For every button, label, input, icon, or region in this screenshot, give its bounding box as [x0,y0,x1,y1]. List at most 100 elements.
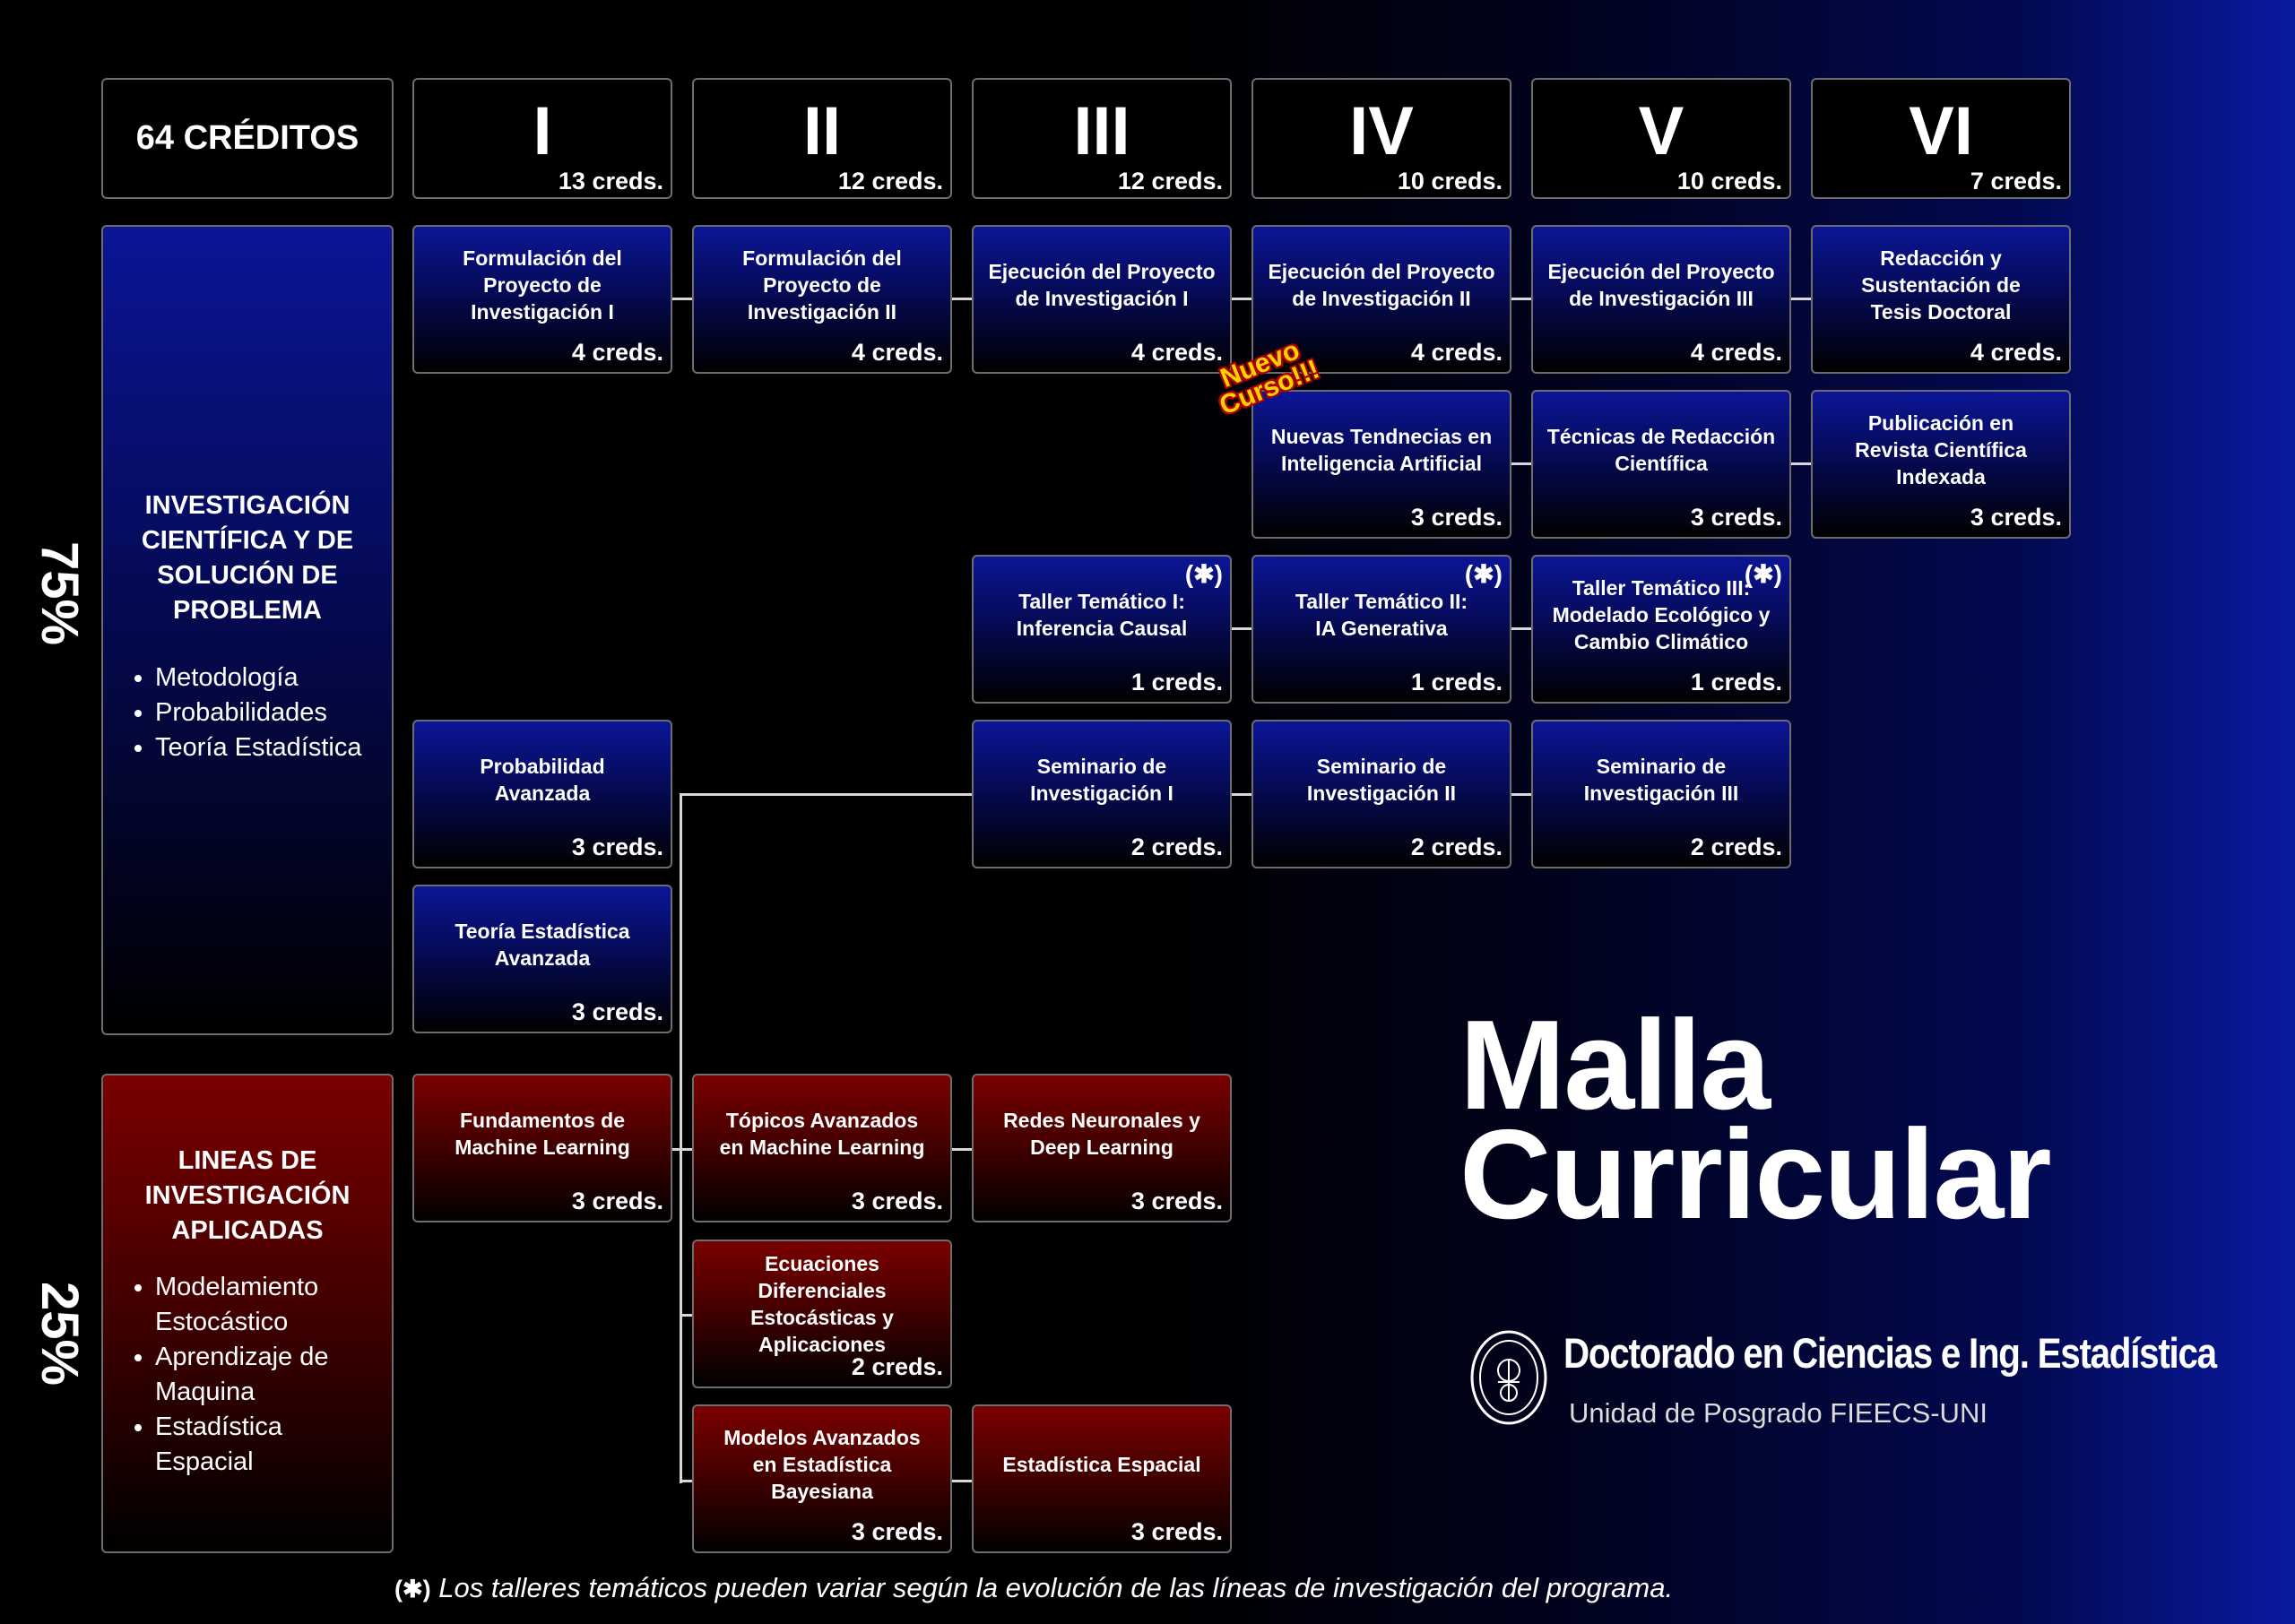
course-credits: 3 creds. [851,1518,943,1545]
course-credits: 3 creds. [851,1188,943,1214]
title-line-2: Curricular [1459,1103,2052,1246]
course-name: Taller Temático III: Modelado Ecológico … [1552,576,1771,653]
course-credits: 4 creds. [1130,339,1223,366]
course-credits: 2 creds. [851,1353,943,1380]
research-percent: 75% [30,540,89,646]
category-applied: LINEAS DE INVESTIGACIÓN APLICADAS Modela… [101,1074,394,1553]
course-teoria-estadistica[interactable]: Teoría Estadística Avanzada 3 creds. [412,885,672,1033]
course-name: Ecuaciones Diferenciales Estocásticas y … [750,1252,894,1356]
course-taller-3[interactable]: (✱) Taller Temático III: Modelado Ecológ… [1531,555,1791,704]
course-name: Formulación del Proyecto de Investigació… [742,246,902,324]
course-name: Nuevas Tendnecias en Inteligencia Artifi… [1270,425,1493,475]
course-ejecucion-1[interactable]: Ejecución del Proyecto de Investigación … [972,225,1232,374]
semester-roman: I [533,93,552,169]
course-credits: 1 creds. [1410,669,1503,695]
course-name: Taller Temático II: IA Generativa [1295,590,1468,640]
semester-header-3: III 12 creds. [972,78,1232,199]
course-redes-neuronales[interactable]: Redes Neuronales y Deep Learning 3 creds… [972,1074,1232,1222]
course-credits: 1 creds. [1690,669,1782,695]
semester-header-2: II 12 creds. [692,78,952,199]
course-name: Probabilidad Avanzada [480,755,605,805]
course-seminario-1[interactable]: Seminario de Investigación I 2 creds. [972,720,1232,868]
course-seminario-2[interactable]: Seminario de Investigación II 2 creds. [1251,720,1511,868]
semester-header-6: VI 7 creds. [1811,78,2071,199]
footnote: (✱) Los talleres temáticos pueden variar… [394,1570,1673,1607]
semester-roman: III [1073,93,1130,169]
category-item: Aprendizaje de Maquina [155,1340,392,1410]
course-tesis[interactable]: Redacción y Sustentación de Tesis Doctor… [1811,225,2071,374]
course-credits: 3 creds. [571,1188,663,1214]
category-research: INVESTIGACIÓN CIENTÍFICA Y DE SOLUCIÓN D… [101,225,394,1035]
unit-name: Unidad de Posgrado FIEECS-UNI [1569,1397,1988,1429]
course-name: Publicación en Revista Científica Indexa… [1855,411,2027,488]
course-credits: 3 creds. [1690,504,1782,531]
course-credits: 4 creds. [1690,339,1782,366]
course-name: Redacción y Sustentación de Tesis Doctor… [1861,246,2021,324]
course-ecuaciones-diferenciales[interactable]: Ecuaciones Diferenciales Estocásticas y … [692,1240,952,1388]
course-ejecucion-2[interactable]: Ejecución del Proyecto de Investigación … [1251,225,1511,374]
footnote-mark: (✱) [394,1576,431,1602]
course-estadistica-espacial[interactable]: Estadística Espacial 3 creds. [972,1404,1232,1553]
semester-header-5: V 10 creds. [1531,78,1791,199]
semester-roman: IV [1349,93,1414,169]
semester-credits: 12 creds. [1117,168,1223,194]
category-item: Estadística Espacial [155,1410,392,1480]
course-credits: 4 creds. [851,339,943,366]
category-applied-title: LINEAS DE INVESTIGACIÓN APLICADAS [144,1146,351,1245]
course-name: Teoría Estadística Avanzada [455,920,630,970]
course-name: Estadística Espacial [1002,1453,1201,1476]
semester-roman: V [1638,93,1684,169]
course-topicos-ml[interactable]: Tópicos Avanzados en Machine Learning 3 … [692,1074,952,1222]
course-ejecucion-3[interactable]: Ejecución del Proyecto de Investigación … [1531,225,1791,374]
course-name: Seminario de Investigación II [1306,755,1457,805]
semester-credits: 13 creds. [558,168,663,194]
course-name: Seminario de Investigación III [1583,755,1739,805]
course-taller-1[interactable]: (✱) Taller Temático I: Inferencia Causal… [972,555,1232,704]
course-credits: 3 creds. [1410,504,1503,531]
course-formulacion-1[interactable]: Formulación del Proyecto de Investigació… [412,225,672,374]
semester-credits: 12 creds. [837,168,943,194]
course-credits: 3 creds. [571,834,663,860]
course-seminario-3[interactable]: Seminario de Investigación III 2 creds. [1531,720,1791,868]
course-credits: 2 creds. [1410,834,1503,860]
course-credits: 3 creds. [1130,1188,1223,1214]
course-redaccion[interactable]: Técnicas de Redacción Científica 3 creds… [1531,390,1791,539]
course-name: Seminario de Investigación I [1030,755,1173,805]
course-credits: 1 creds. [1130,669,1223,695]
semester-credits: 7 creds. [1970,168,2062,194]
course-credits: 4 creds. [1970,339,2062,366]
category-research-list: Metodología Probabilidades Teoría Estadí… [103,661,392,765]
category-applied-list: Modelamiento Estocástico Aprendizaje de … [103,1270,392,1480]
course-name: Modelos Avanzados en Estadística Bayesia… [723,1426,921,1503]
course-name: Ejecución del Proyecto de Investigación … [988,260,1216,310]
course-credits: 2 creds. [1690,834,1782,860]
asterisk-mark: (✱) [1464,560,1503,588]
course-name: Ejecución del Proyecto de Investigación … [1547,260,1775,310]
course-formulacion-2[interactable]: Formulación del Proyecto de Investigació… [692,225,952,374]
course-publicacion[interactable]: Publicación en Revista Científica Indexa… [1811,390,2071,539]
course-credits: 4 creds. [1410,339,1503,366]
asterisk-mark: (✱) [1184,560,1223,588]
semester-roman: II [802,93,842,169]
total-credits-header: 64 CRÉDITOS [101,78,394,199]
footnote-text: Los talleres temáticos pueden variar seg… [430,1572,1674,1603]
course-credits: 3 creds. [571,998,663,1025]
asterisk-mark: (✱) [1744,560,1782,588]
course-bayesiana[interactable]: Modelos Avanzados en Estadística Bayesia… [692,1404,952,1553]
course-probabilidad[interactable]: Probabilidad Avanzada 3 creds. [412,720,672,868]
program-name: Doctorado en Ciencias e Ing. Estadística [1563,1329,2217,1377]
course-name: Tópicos Avanzados en Machine Learning [719,1109,925,1159]
university-seal-icon [1470,1330,1547,1425]
course-name: Redes Neuronales y Deep Learning [1003,1109,1200,1159]
course-name: Formulación del Proyecto de Investigació… [463,246,622,324]
course-credits: 3 creds. [1970,504,2062,531]
semester-credits: 10 creds. [1397,168,1503,194]
semester-header-1: I 13 creds. [412,78,672,199]
course-name: Fundamentos de Machine Learning [455,1109,630,1159]
course-name: Técnicas de Redacción Científica [1546,425,1776,475]
applied-percent: 25% [30,1281,89,1386]
course-fundamentos-ml[interactable]: Fundamentos de Machine Learning 3 creds. [412,1074,672,1222]
course-credits: 3 creds. [1130,1518,1223,1545]
course-ia-tendencias[interactable]: Nuevas Tendnecias en Inteligencia Artifi… [1251,390,1511,539]
course-taller-2[interactable]: (✱) Taller Temático II: IA Generativa 1 … [1251,555,1511,704]
